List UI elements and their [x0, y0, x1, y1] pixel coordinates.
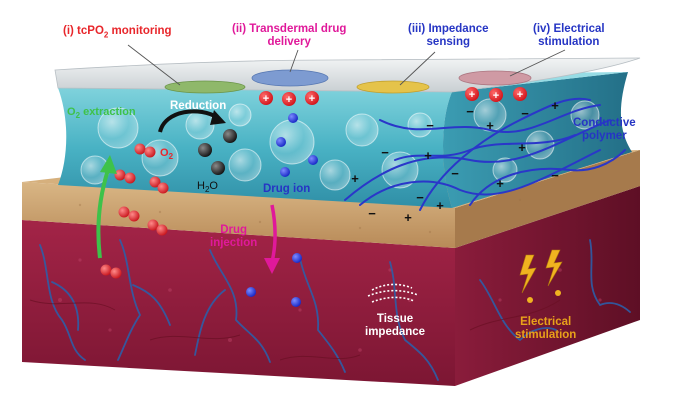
- hydrogel-bubbles: [80, 98, 600, 191]
- tcpo2-electrode: [164, 80, 246, 94]
- svg-text:+: +: [263, 93, 269, 105]
- label-h2o: H2O: [197, 180, 218, 195]
- label-drug-injection: Drug injection: [210, 224, 258, 249]
- stimulation-electrode: [458, 70, 532, 86]
- o2-molecules: [100, 143, 169, 279]
- svg-text:+: +: [551, 98, 559, 113]
- tissue-impedance-marks: [367, 283, 419, 303]
- svg-text:−: −: [451, 166, 459, 181]
- reduction-arrow: [158, 109, 226, 133]
- svg-text:−: −: [381, 145, 389, 160]
- impedance-electrode: [356, 80, 430, 94]
- svg-text:+: +: [351, 171, 359, 186]
- label-reduction: Reduction: [170, 100, 227, 112]
- svg-text:+: +: [404, 210, 412, 225]
- svg-text:+: +: [424, 148, 432, 163]
- svg-text:+: +: [493, 90, 499, 102]
- label-electrical-stimulation-top: (iv) Electrical stimulation: [533, 23, 605, 48]
- svg-text:−: −: [521, 106, 529, 121]
- label-o2-extraction: O2 extraction: [67, 106, 136, 121]
- svg-text:−: −: [466, 104, 474, 119]
- svg-text:−: −: [368, 206, 376, 221]
- label-conductive-polymer: Conductive polymer: [573, 117, 636, 142]
- leader-lines: [127, 44, 566, 86]
- label-tissue-impedance: Tissue impedance: [365, 313, 426, 338]
- svg-text:−: −: [416, 190, 424, 205]
- blood-vessels: [39, 239, 631, 381]
- svg-text:+: +: [309, 93, 315, 105]
- o2-extraction-arrow: [96, 155, 117, 259]
- drug-injection-arrow: [264, 204, 280, 274]
- label-impedance-sensing: (iii) Impedance sensing: [408, 23, 489, 48]
- drug-ions: [246, 113, 318, 307]
- svg-text:+: +: [286, 94, 292, 106]
- svg-text:+: +: [469, 89, 475, 101]
- label-transdermal-drug-delivery: (ii) Transdermal drug delivery: [232, 23, 347, 48]
- electrode-charges: + + + + + +: [259, 87, 527, 106]
- dermis-layer: [22, 186, 640, 386]
- svg-text:+: +: [518, 140, 526, 155]
- lightning-bolts: [519, 249, 563, 303]
- label-electrical-stimulation-bottom: Electrical stimulation: [515, 316, 577, 341]
- polymer-charges: − − − − − − − − + + + + + + + +: [351, 98, 559, 225]
- label-drug-ion: Drug ion: [263, 183, 311, 195]
- svg-text:+: +: [517, 89, 523, 101]
- label-o2-molecule: O2: [160, 147, 174, 162]
- electrodes: [164, 69, 532, 94]
- water-molecules: [198, 129, 237, 175]
- conductive-polymer-strands: [344, 97, 626, 211]
- label-tcpo2-monitoring: (i) tcPO2 monitoring: [63, 25, 172, 40]
- svg-text:+: +: [496, 176, 504, 191]
- svg-text:+: +: [436, 198, 444, 213]
- svg-text:−: −: [551, 168, 559, 183]
- drug-delivery-electrode: [251, 69, 329, 87]
- svg-text:+: +: [486, 118, 494, 133]
- svg-text:−: −: [426, 118, 434, 133]
